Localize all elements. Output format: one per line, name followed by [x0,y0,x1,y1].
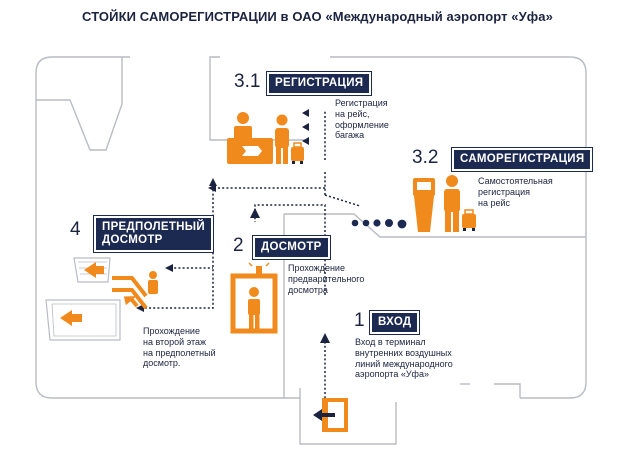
self-checkin-kiosk-icon [413,178,435,232]
queue-dots [351,219,407,229]
preflight-label: ПРЕДПОЛЕТНЫЙ ДОСМОТР [94,216,213,253]
step-number-registration: 3.1 [234,71,261,92]
page-title: СТОЙКИ САМОРЕГИСТРАЦИИ в ОАО «Международ… [82,9,553,24]
preflight-note: Прохождение на второй этаж на предполетн… [143,326,216,369]
exit-door-icon [313,398,348,432]
metal-detector-icon [230,262,278,334]
registration-note: Регистрация на рейс, оформление багажа [335,98,389,141]
entrance-label: ВХОД [370,311,420,335]
self-checkin-note: Самостоятельная регистрация на рейс [478,176,553,208]
registration-label: РЕГИСТРАЦИЯ [267,72,372,96]
screening-note: Прохождение предварительного досмотра [288,263,365,295]
registration-desk-icon [227,112,273,164]
entrance-note: Вход в терминал внутренних воздушных лин… [355,337,453,380]
passenger-icon [275,114,289,164]
step-number-self-checkin: 3.2 [412,147,439,168]
luggage-icon [462,209,476,231]
route-arrows [136,178,330,343]
step-number-entrance: 1 [354,310,365,331]
screening-label: ДОСМОТР [253,236,330,260]
self-checkin-label: САМОРЕГИСТРАЦИЯ [452,148,593,172]
queue-arrows [302,109,309,145]
luggage-icon [291,142,304,164]
passenger-icon [444,175,460,232]
step-number-screening: 2 [233,235,244,256]
step-number-preflight: 4 [70,219,81,240]
escalator-icon [45,257,158,341]
entrance-frame [299,388,397,445]
